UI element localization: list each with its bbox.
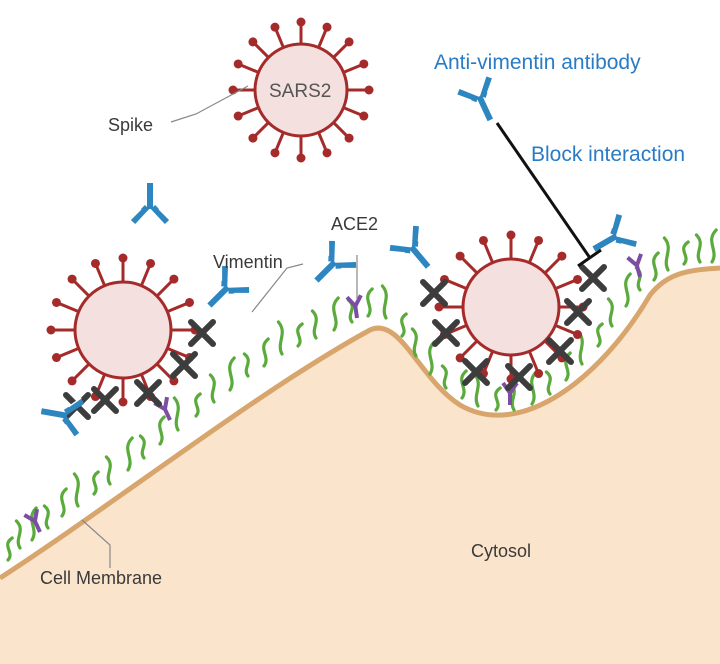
vimentin-filament-icon — [366, 287, 374, 318]
vimentin-filament-icon — [262, 337, 270, 368]
vimentin-filament-icon — [472, 372, 480, 408]
vimentin-filament-icon — [158, 415, 166, 446]
leader-lines — [81, 85, 358, 568]
cytosol-region — [0, 268, 720, 664]
spike-tip — [67, 376, 77, 386]
vimentin-filament-icon — [30, 506, 38, 542]
vimentin-filament-icon — [72, 472, 80, 508]
vimentin-filament-icon — [208, 373, 216, 404]
vimentin-filament-icon — [682, 240, 690, 266]
vimentin-filament-icon — [138, 434, 146, 460]
spike-tip — [534, 369, 544, 379]
vimentin-filament-icon — [544, 370, 552, 396]
spike-tip — [270, 22, 280, 32]
spike-tip — [169, 274, 179, 284]
inhibition-line-icon — [495, 122, 602, 268]
spike-tip — [51, 297, 61, 307]
spike-tip — [455, 251, 465, 261]
vimentin-filament-icon — [296, 322, 304, 348]
spike-tip — [573, 274, 583, 284]
vimentin-filament-icon — [6, 536, 14, 562]
spike-tip — [67, 274, 77, 284]
spike-tip — [248, 133, 258, 143]
vimentin-filament-icon — [194, 392, 202, 418]
spike-tip — [228, 85, 238, 95]
spike-tip — [46, 325, 56, 335]
sars2-label: SARS2 — [269, 81, 331, 102]
spike-tip — [90, 258, 100, 268]
spike-tip — [296, 153, 306, 163]
vimentin-filament-icon — [332, 296, 340, 332]
spike-tip — [557, 251, 567, 261]
spike-tip — [322, 22, 332, 32]
vimentin-filament-icon — [662, 236, 670, 272]
vimentin-filament-icon — [60, 487, 68, 518]
vimentin-filament-icon — [694, 233, 702, 264]
vimentin-label: Vimentin — [213, 252, 283, 272]
spike-tip — [146, 258, 156, 268]
membrane-label: Cell Membrane — [40, 568, 162, 588]
vimentin-filament-icon — [710, 228, 718, 264]
spike-tip — [233, 59, 243, 69]
vimentin-filament-icon — [126, 436, 134, 472]
spike-tip — [434, 302, 444, 312]
vimentin-filament-icon — [92, 470, 100, 496]
spike-label: Spike — [108, 115, 153, 135]
vimentin-filament-icon — [400, 312, 408, 338]
spike-tip — [233, 111, 243, 121]
spike-tip — [322, 148, 332, 158]
vimentin-filament-icon — [310, 309, 318, 340]
vimentin-filament-icon — [228, 356, 236, 392]
spike-tip — [359, 59, 369, 69]
virus-icon — [46, 253, 200, 407]
virus-icon — [228, 17, 374, 163]
ace2-label: ACE2 — [331, 214, 378, 234]
block-label: Block interaction — [531, 143, 685, 166]
vimentin-filament-icon — [42, 504, 50, 530]
vimentin-filament-icon — [410, 327, 418, 358]
vimentin-filament-icon — [380, 284, 388, 320]
spike-tip — [344, 133, 354, 143]
vimentin-filament-icon — [440, 364, 448, 390]
vimentin-filament-icon — [606, 297, 614, 328]
vimentin-filament-icon — [172, 396, 180, 432]
spike-tip — [248, 37, 258, 47]
cytosol-label: Cytosol — [471, 541, 531, 561]
vimentin-filament-icon — [104, 455, 112, 486]
cell-membrane — [0, 265, 720, 581]
spike-tip — [51, 353, 61, 363]
spike-tip — [118, 253, 128, 263]
vimentin-filament-icon — [494, 386, 502, 412]
spike-tip — [573, 330, 583, 340]
vimentin-filament-icon — [242, 352, 250, 378]
vimentin-filament-icon — [14, 519, 22, 550]
spike-tip — [506, 230, 516, 240]
spike-tip — [270, 148, 280, 158]
virus-body — [73, 280, 173, 380]
virus-icon — [434, 230, 588, 384]
vimentin-filament-icon — [652, 251, 660, 282]
vimentin-filament-icon — [624, 272, 632, 308]
virus-body — [253, 42, 349, 138]
spike-tip — [118, 397, 128, 407]
spike-tip — [364, 85, 374, 95]
spike-tip — [534, 235, 544, 245]
spike-tip — [359, 111, 369, 121]
spike-tip — [185, 297, 195, 307]
antibody-label: Anti-vimentin antibody — [434, 51, 641, 74]
vimentin-filament-icon — [276, 320, 284, 356]
spike-tip — [344, 37, 354, 47]
vimentin-filament-icon — [596, 322, 604, 348]
spike-tip — [296, 17, 306, 27]
spike-tip — [478, 235, 488, 245]
virus-body — [461, 257, 561, 357]
vimentin-filament-icon — [428, 340, 436, 376]
